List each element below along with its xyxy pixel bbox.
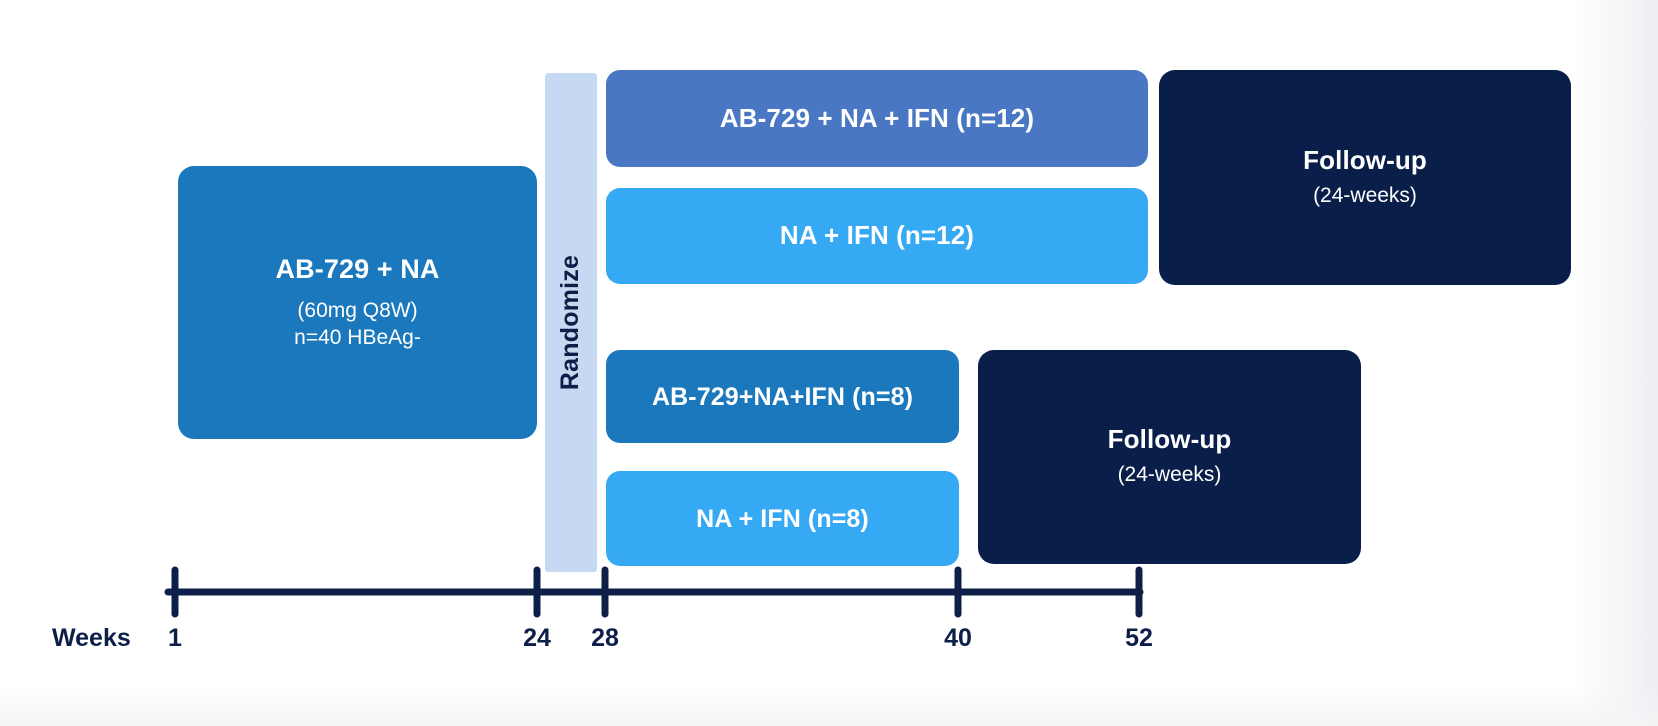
timeline-tick-label-24: 24: [523, 624, 551, 652]
base-treatment-box: AB-729 + NA (60mg Q8W) n=40 HBeAg-: [178, 166, 537, 439]
slide-edge-bottom: [0, 690, 1658, 726]
timeline-tick-label-52: 52: [1125, 624, 1153, 652]
base-treatment-title: AB-729 + NA: [275, 254, 440, 285]
treatment-arm-2: NA + IFN (n=12): [606, 188, 1148, 284]
base-treatment-population: n=40 HBeAg-: [294, 325, 421, 349]
timeline-tick-label-40: 40: [944, 624, 972, 652]
randomize-bar: Randomize: [545, 73, 597, 572]
treatment-arm-1-label: AB-729 + NA + IFN (n=12): [719, 102, 1035, 133]
followup-box-upper-title: Follow-up: [1303, 144, 1427, 175]
timeline-tick-label-1: 1: [168, 624, 182, 652]
treatment-arm-3: AB-729+NA+IFN (n=8): [606, 350, 959, 443]
treatment-arm-4-label: NA + IFN (n=8): [696, 504, 869, 533]
timeline-caption: Weeks: [52, 624, 131, 652]
randomize-label: Randomize: [556, 254, 585, 391]
base-treatment-dose: (60mg Q8W): [297, 299, 418, 323]
treatment-arm-3-label: AB-729+NA+IFN (n=8): [652, 382, 913, 411]
followup-box-lower-title: Follow-up: [1107, 424, 1232, 455]
timeline-tick-label-28: 28: [591, 624, 619, 652]
followup-box-upper-duration: (24-weeks): [1313, 183, 1417, 207]
slide-edge-right: [1570, 0, 1658, 726]
treatment-arm-4: NA + IFN (n=8): [606, 471, 959, 566]
treatment-arm-1: AB-729 + NA + IFN (n=12): [606, 70, 1148, 167]
treatment-arm-2-label: NA + IFN (n=12): [779, 220, 975, 251]
followup-box-upper: Follow-up (24-weeks): [1159, 70, 1571, 285]
followup-box-lower-duration: (24-weeks): [1117, 463, 1222, 487]
followup-box-lower: Follow-up (24-weeks): [978, 350, 1361, 564]
